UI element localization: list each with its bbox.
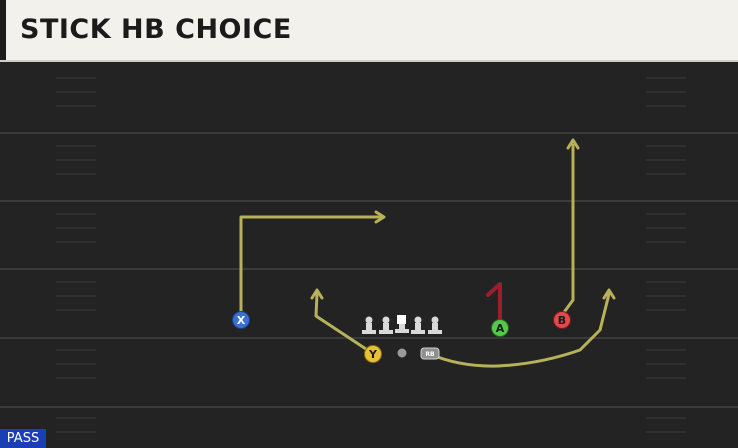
header-accent <box>0 0 6 60</box>
route-y <box>314 292 374 355</box>
arrow-head-icon <box>310 288 324 300</box>
player-y[interactable]: Y <box>364 345 382 363</box>
offensive-line <box>362 315 442 334</box>
player-b-label: B <box>558 314 566 327</box>
player-b[interactable]: B <box>553 311 571 329</box>
route-rb <box>428 292 611 368</box>
center-icon <box>395 315 409 333</box>
rb-label: RB <box>425 351 435 358</box>
arrow-head-icon <box>602 288 616 300</box>
player-a[interactable]: A <box>491 319 509 337</box>
player-x-label: X <box>237 314 246 327</box>
lineman-icon <box>428 316 442 334</box>
hash-marks-right <box>646 77 686 433</box>
yard-lines <box>0 132 738 408</box>
lineman-icon <box>379 316 393 334</box>
player-x[interactable]: X <box>232 311 250 329</box>
hot-route-a <box>486 282 502 322</box>
play-type-badge: PASS <box>0 429 46 448</box>
player-a-label: A <box>496 322 505 335</box>
play-header: STICK HB CHOICE <box>0 0 738 62</box>
player-rb[interactable]: RB <box>420 347 440 360</box>
arrow-head-icon <box>374 210 386 224</box>
lineman-icon <box>362 316 376 334</box>
route-x <box>239 215 383 317</box>
route-b <box>560 143 575 317</box>
play-field: RB X Y A B <box>0 62 738 448</box>
player-y-label: Y <box>368 348 378 361</box>
arrow-head-icon <box>566 138 580 150</box>
hash-marks-left <box>56 77 96 433</box>
quarterback-icon <box>397 348 407 358</box>
play-title: STICK HB CHOICE <box>20 14 292 45</box>
lineman-icon <box>411 316 425 334</box>
